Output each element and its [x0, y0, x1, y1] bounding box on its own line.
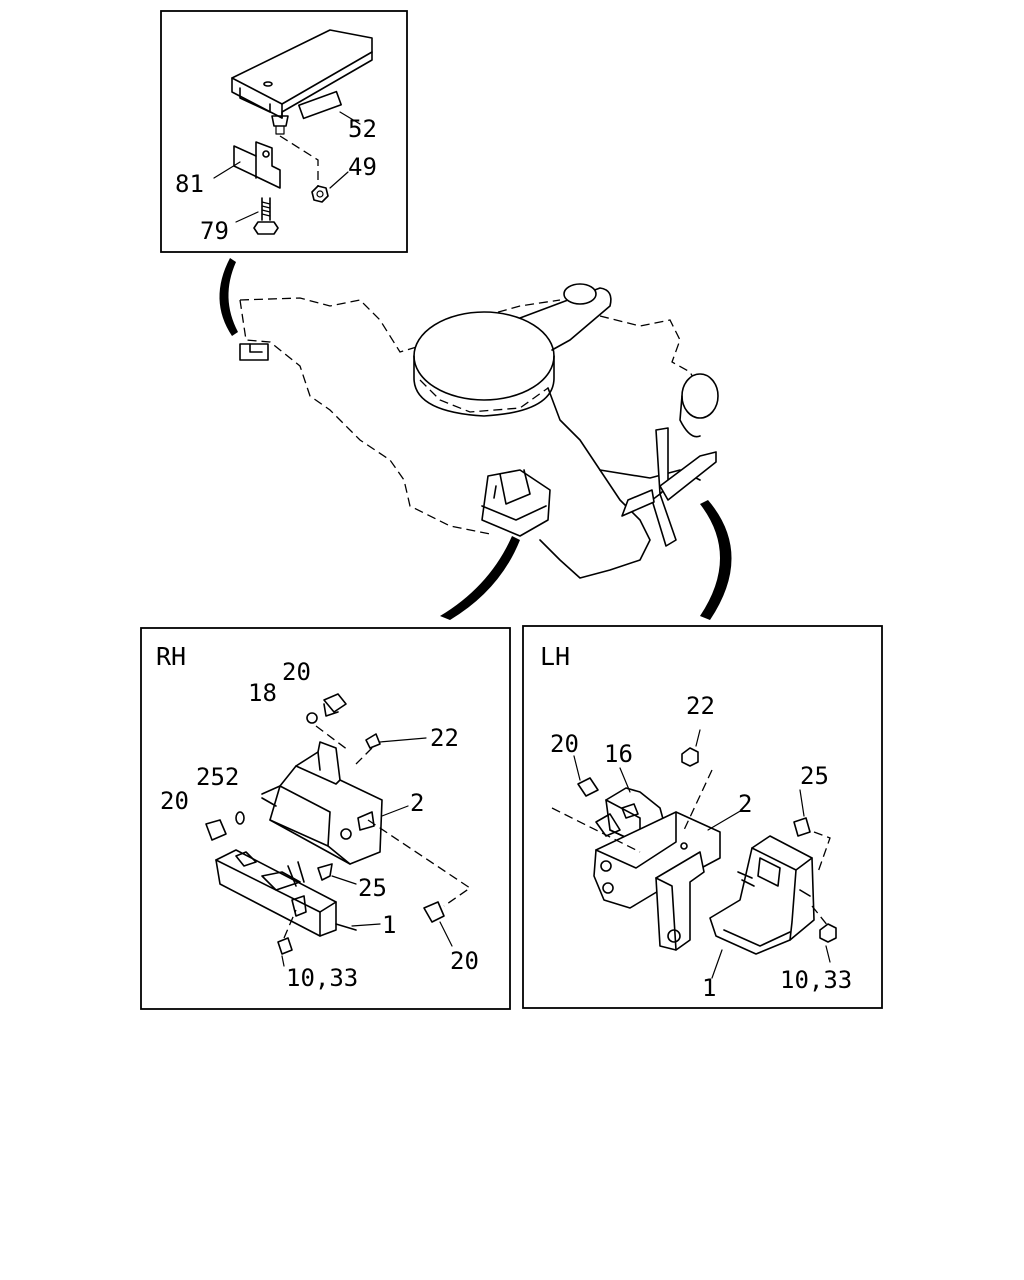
callout-79: 79 — [200, 217, 229, 245]
air-cleaner-part — [413, 283, 612, 417]
rh-mount-part — [215, 849, 357, 937]
lh-nut-22 — [681, 747, 699, 767]
leader-79 — [235, 211, 259, 223]
top-detail-box: 52 49 81 79 — [160, 10, 408, 253]
engine-mount-on-block — [481, 469, 551, 537]
callout-81: 81 — [175, 170, 204, 198]
lh-callout-25: 25 — [800, 762, 829, 790]
pointer-arc-lh — [700, 500, 732, 620]
rh-washer-18 — [306, 712, 318, 724]
rh-bolt-20-left — [205, 819, 227, 841]
lh-callout-22: 22 — [686, 692, 715, 720]
engine-overview — [219, 258, 732, 620]
callout-52: 52 — [348, 115, 377, 143]
rh-bracket-part — [261, 741, 383, 865]
plate-bracket-part — [233, 141, 281, 189]
rh-callout-2: 2 — [410, 789, 424, 817]
rh-callout-20-right: 20 — [450, 947, 479, 975]
rh-callout-22: 22 — [430, 724, 459, 752]
rh-box-title: RH — [156, 642, 186, 671]
lh-callout-10-33: 10,33 — [780, 966, 852, 994]
rh-washer-252 — [235, 811, 245, 825]
lh-bolt-20 — [577, 777, 599, 797]
rh-stud-part — [287, 861, 305, 887]
lh-callout-20: 20 — [550, 730, 579, 758]
rh-callout-25: 25 — [358, 874, 387, 902]
lh-box-frame — [522, 625, 883, 1009]
leader-81 — [213, 161, 241, 179]
rh-callout-20-top: 20 — [282, 658, 311, 686]
pointer-arc-top — [219, 258, 238, 336]
rh-bolt-25 — [317, 863, 333, 881]
rh-callout-1: 1 — [382, 911, 396, 939]
callout-49: 49 — [348, 153, 377, 181]
rh-callout-10-33: 10,33 — [286, 964, 358, 992]
lh-bolt-25 — [793, 817, 811, 837]
bolt-79-part — [253, 197, 279, 235]
lh-detail-box: LH — [522, 625, 883, 1009]
rh-callout-252: 252 — [196, 763, 239, 791]
rh-callout-20-left: 20 — [160, 787, 189, 815]
leader-52 — [339, 111, 361, 125]
lh-mount-part — [709, 835, 815, 955]
rh-detail-box: RH — [140, 627, 511, 1010]
lh-box-title: LH — [540, 642, 570, 671]
cover-bracket-part — [231, 29, 373, 135]
lh-bracket-2-part — [655, 842, 705, 951]
rh-nut-10-33 — [277, 937, 293, 955]
rh-nut-22 — [365, 733, 381, 749]
pointer-arc-rh — [440, 536, 520, 620]
rh-bolt-20-right — [423, 901, 445, 923]
cooling-fan-part — [621, 427, 717, 547]
rh-bolt-20-top — [323, 693, 347, 717]
lh-callout-1: 1 — [702, 974, 716, 1002]
lh-callout-16: 16 — [604, 740, 633, 768]
top-assembly-dashed-line — [279, 135, 319, 186]
lh-nut-10-33 — [819, 923, 837, 943]
leader-49 — [329, 171, 349, 189]
lh-callout-2: 2 — [738, 790, 752, 818]
rh-callout-18: 18 — [248, 679, 277, 707]
